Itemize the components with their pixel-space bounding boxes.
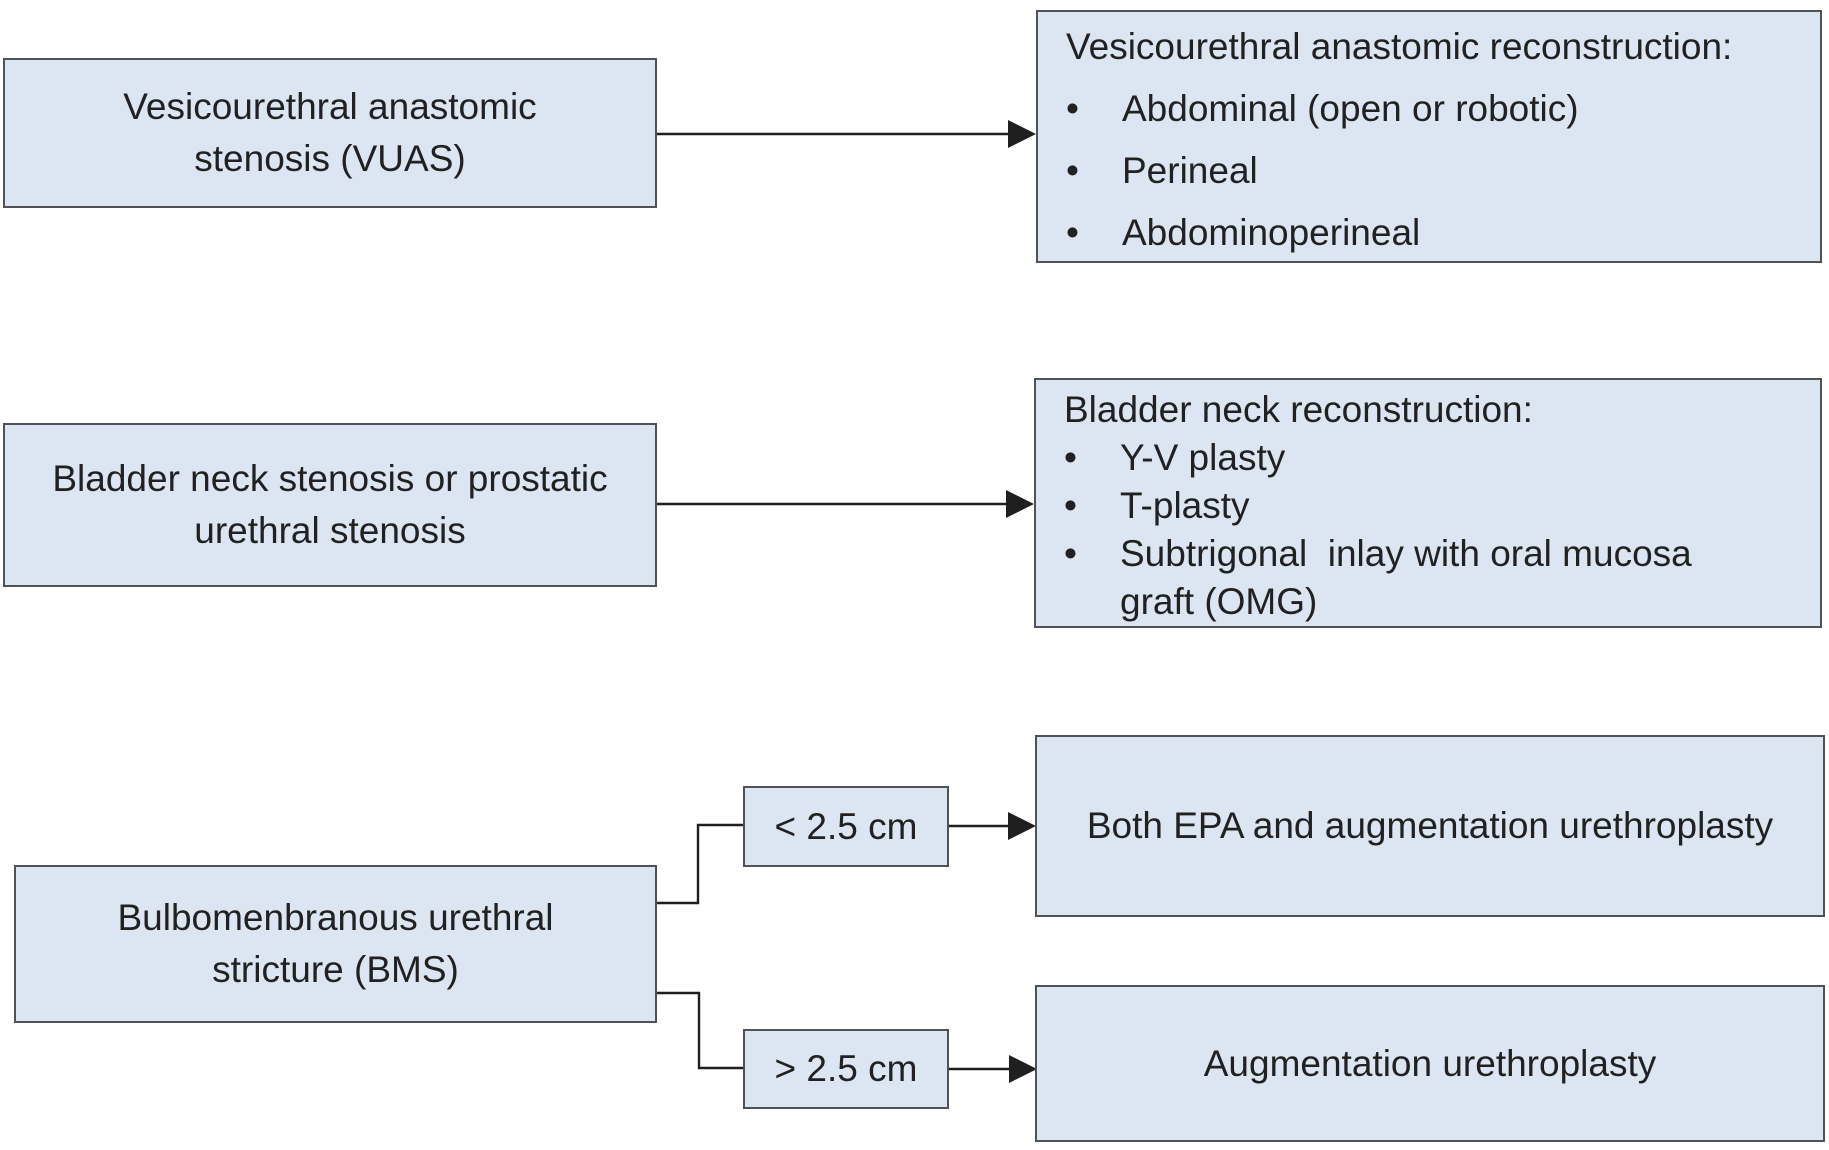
- arrowhead-lt-2-5cm: [1008, 812, 1036, 840]
- node-title: Vesicourethral anastomic reconstruction:: [1066, 26, 1733, 67]
- bullet-icon: •: [1064, 533, 1077, 574]
- node-label: Bladder neck stenosis or prostatic ureth…: [52, 458, 608, 551]
- elbow-bms-lower-branch: [657, 991, 743, 1070]
- node-bladder-neck-stenosis: Bladder neck stenosis or prostatic ureth…: [3, 423, 657, 587]
- list-item: • Subtrigonal inlay with oral mucosa gra…: [1064, 530, 1802, 626]
- arrowhead-vuas: [1008, 120, 1036, 148]
- bullet-text: T-plasty: [1120, 485, 1250, 526]
- bullet-text: Abdominal (open or robotic): [1122, 88, 1579, 129]
- node-vuas-stenosis: Vesicourethral anastomic stenosis (VUAS): [3, 58, 657, 208]
- condition-box-lt-2-5cm: < 2.5 cm: [743, 786, 949, 867]
- bullet-text: Perineal: [1122, 150, 1258, 191]
- node-bladder-neck-reconstruction: Bladder neck reconstruction: • Y-V plast…: [1034, 378, 1822, 628]
- node-vuas-reconstruction: Vesicourethral anastomic reconstruction:…: [1036, 10, 1822, 263]
- node-label: Vesicourethral anastomic stenosis (VUAS): [123, 86, 537, 179]
- elbow-bms-upper-branch: [657, 823, 743, 905]
- bullet-icon: •: [1064, 437, 1077, 478]
- condition-box-gt-2-5cm: > 2.5 cm: [743, 1029, 949, 1109]
- node-label: Both EPA and augmentation urethroplasty: [1086, 805, 1774, 846]
- bullet-text: Y-V plasty: [1120, 437, 1286, 478]
- arrowhead-bladder-neck: [1006, 490, 1034, 518]
- node-title: Bladder neck reconstruction:: [1064, 389, 1533, 430]
- list-item: • Abdominoperineal: [1066, 202, 1802, 264]
- bullet-icon: •: [1066, 212, 1079, 253]
- node-label: Augmentation urethroplasty: [1203, 1042, 1657, 1084]
- bullet-icon: •: [1066, 88, 1079, 129]
- bullet-icon: •: [1066, 150, 1079, 191]
- list-item: • T-plasty: [1064, 482, 1802, 530]
- list-item: • Perineal: [1066, 140, 1802, 202]
- bullet-text: Subtrigonal inlay with oral mucosa graft…: [1120, 533, 1703, 622]
- node-both-epa-augmentation: Both EPA and augmentation urethroplasty: [1035, 735, 1825, 917]
- list-item: • Abdominal (open or robotic): [1066, 78, 1802, 140]
- node-label: Bulbomenbranous urethral stricture (BMS): [117, 897, 554, 990]
- list-item: • Y-V plasty: [1064, 434, 1802, 482]
- bullet-text: Abdominoperineal: [1122, 212, 1421, 253]
- bullet-icon: •: [1064, 485, 1077, 526]
- condition-label: < 2.5 cm: [774, 805, 918, 847]
- arrowhead-gt-2-5cm: [1009, 1055, 1037, 1083]
- node-augmentation-urethroplasty: Augmentation urethroplasty: [1035, 985, 1825, 1142]
- node-bms-stricture: Bulbomenbranous urethral stricture (BMS): [14, 865, 657, 1023]
- condition-label: > 2.5 cm: [774, 1048, 918, 1089]
